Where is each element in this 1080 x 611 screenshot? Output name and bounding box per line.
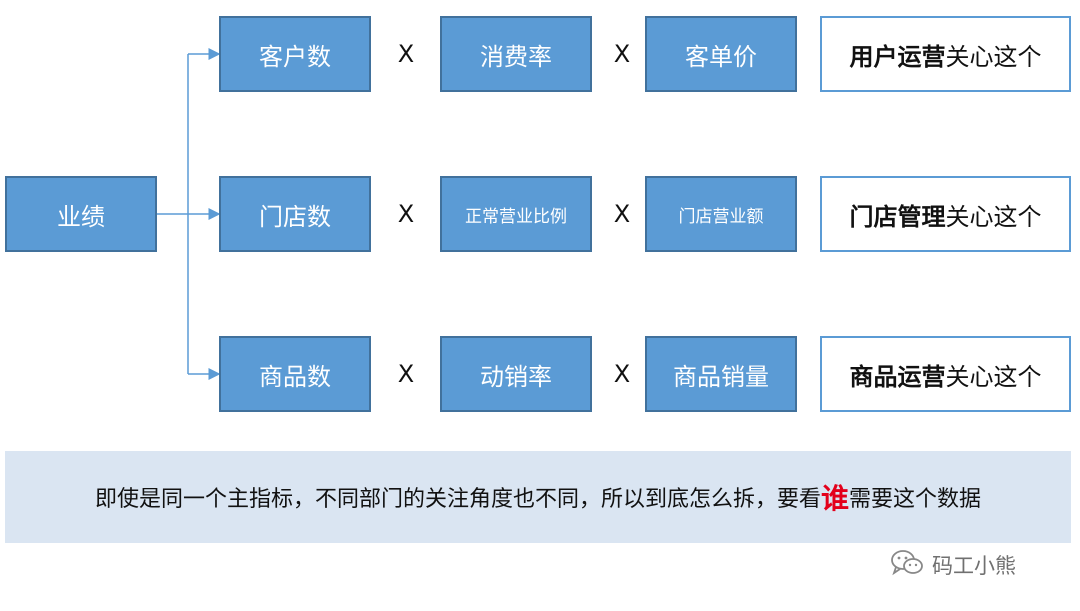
row1-note: 关心这个 (945, 42, 1042, 71)
row1-times-1: X (397, 40, 415, 68)
row2-owner-note: 门店管理关心这个 (820, 176, 1071, 252)
footer-text-before: 即使是同一个主指标，不同部门的关注角度也不同，所以到底怎么拆，要看 (94, 487, 821, 512)
footer-text-after: 需要这个数据 (849, 487, 982, 512)
row1-owner: 用户运营 (849, 42, 946, 71)
row3-times-1: X (397, 360, 415, 388)
row2-times-1: X (397, 200, 415, 228)
row2-factor-c: 门店营业额 (645, 176, 797, 252)
row2-owner: 门店管理 (849, 202, 946, 231)
row1-factor-b: 消费率 (440, 16, 592, 92)
row1-factor-c: 客单价 (645, 16, 797, 92)
row3-note: 关心这个 (945, 362, 1042, 391)
row3-factor-a: 商品数 (219, 336, 371, 412)
row2-factor-a: 门店数 (219, 176, 371, 252)
row2-factor-b: 正常营业比例 (440, 176, 592, 252)
row1-owner-note: 用户运营关心这个 (820, 16, 1071, 92)
watermark-text: 码工小熊 (932, 554, 1016, 578)
row2-times-2: X (613, 200, 631, 228)
row3-times-2: X (613, 360, 631, 388)
row3-owner: 商品运营 (849, 362, 946, 391)
row3-owner-note: 商品运营关心这个 (820, 336, 1071, 412)
row1-factor-a: 客户数 (219, 16, 371, 92)
row3-factor-b: 动销率 (440, 336, 592, 412)
row2-note: 关心这个 (945, 202, 1042, 231)
wechat-icon (890, 548, 924, 583)
watermark: 码工小熊 (890, 548, 1016, 582)
footer-emphasis: 谁 (820, 482, 849, 515)
row3-factor-c: 商品销量 (645, 336, 797, 412)
footer-caption: 即使是同一个主指标，不同部门的关注角度也不同，所以到底怎么拆，要看谁需要这个数据 (5, 451, 1071, 543)
row1-times-2: X (613, 40, 631, 68)
root-node: 业绩 (5, 176, 157, 252)
